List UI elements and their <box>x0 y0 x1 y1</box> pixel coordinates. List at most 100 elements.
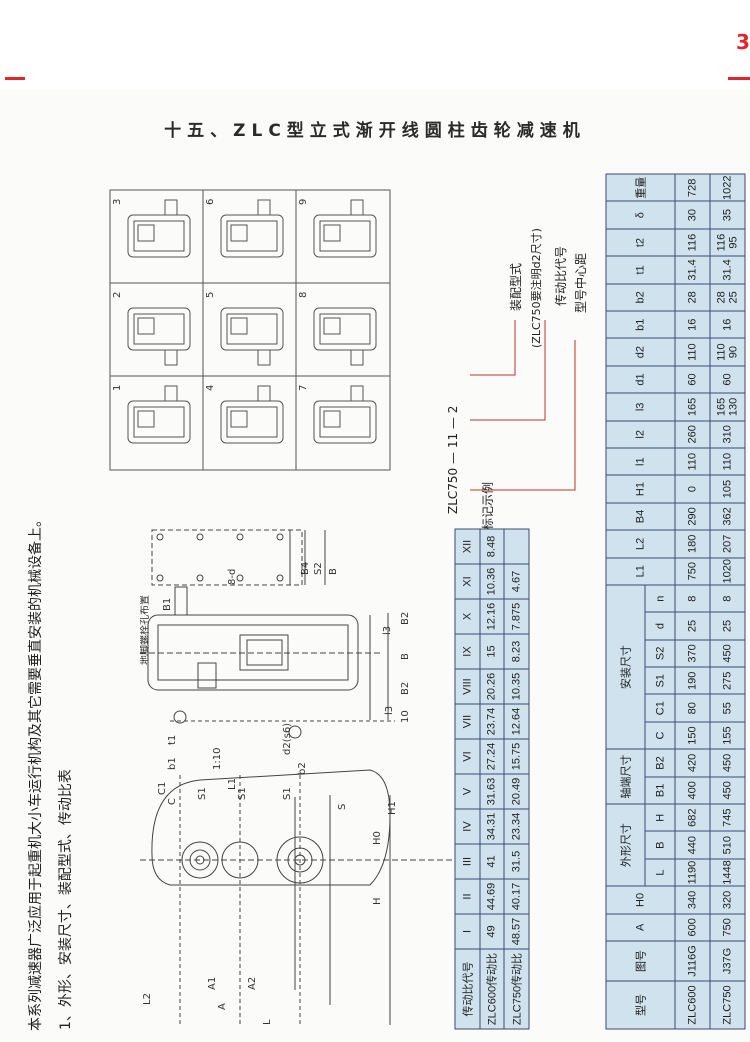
assembly-type-number: 1 <box>112 385 123 391</box>
table-cell: ZLC600 <box>675 981 710 1029</box>
dim-label-S1: S1 <box>282 787 293 800</box>
column-header: C1 <box>645 694 675 722</box>
dim-label-B2: B2 <box>400 682 411 695</box>
ratio-code: XI <box>455 564 480 599</box>
table-cell: 25 <box>675 612 710 640</box>
table-cell: 420 <box>675 749 710 777</box>
table-cell: 728 <box>675 174 710 202</box>
table-cell: 370 <box>675 639 710 668</box>
table-cell: 450 <box>710 749 745 777</box>
ratio-value: 48.57 <box>504 914 529 949</box>
table-cell: 116 95 <box>710 228 745 257</box>
table-cell: J37G <box>710 941 745 981</box>
callout-ratio-code: 传动比代号 <box>554 245 568 306</box>
dim-label-l3: l3 <box>382 626 393 635</box>
table-cell: 400 <box>675 776 710 805</box>
dim-label-H1: H1 <box>387 801 398 815</box>
ratio-code: VI <box>455 739 480 774</box>
dim-label-L: L <box>262 1019 273 1025</box>
bolt-hole <box>196 574 204 582</box>
table-cell: 682 <box>675 804 710 832</box>
group-header-shaft: 轴端尺寸 <box>606 749 646 805</box>
dim-label-S: S <box>337 804 348 810</box>
column-header: l2 <box>606 420 675 448</box>
dim-label-B2: B2 <box>400 612 411 625</box>
dim-label-A: A <box>217 1003 228 1010</box>
column-header: 型号 <box>606 981 675 1029</box>
assembly-type-number: 7 <box>298 385 309 391</box>
callout-assembly-type: 装配型式 <box>509 262 523 311</box>
table-cell: 362 <box>710 502 745 531</box>
dim-label-d2: d2(s6) <box>282 723 293 755</box>
dim-label-l3: l3 <box>384 706 395 715</box>
dim-label-S1: S1 <box>197 787 208 800</box>
table-cell: 0 <box>675 475 710 503</box>
dim-label-L1: L1 <box>227 778 238 790</box>
assembly-type-1 <box>127 385 191 444</box>
table-cell: 1022 <box>710 174 745 202</box>
column-header: H0 <box>606 886 675 914</box>
assembly-type-number: 2 <box>112 292 123 298</box>
column-header: l3 <box>606 393 675 421</box>
column-header: A <box>606 913 675 941</box>
assembly-type-4 <box>220 385 284 444</box>
page-title: 十五、ZLC型立式渐开线圆柱齿轮减速机 <box>164 121 586 141</box>
bolt-hole <box>236 533 244 541</box>
ratio-code: IX <box>455 634 480 669</box>
dim-label-ten: 10 <box>400 710 411 723</box>
callout-d2-note: (ZLC750要注明d2尺寸) <box>530 228 543 348</box>
ratio-row-label: ZLC750传动比 <box>504 949 529 1029</box>
ratio-header-label: 传动比代号 <box>455 949 480 1029</box>
table-cell: 80 <box>675 694 710 722</box>
column-header: d1 <box>606 365 675 394</box>
ratio-code: V <box>455 774 480 809</box>
table-cell: 1448 <box>710 858 745 887</box>
ratio-value: 12.16 <box>479 599 505 634</box>
table-cell: 600 <box>675 913 710 941</box>
ratio-value: 23.74 <box>479 704 505 739</box>
bolt-hole <box>196 533 204 541</box>
table-cell: 28 25 <box>710 283 745 312</box>
dim-label-B: B <box>400 653 411 660</box>
ratio-value: 7.875 <box>504 599 529 634</box>
table-cell: J116G <box>675 941 710 981</box>
ratio-value: 44.69 <box>479 879 505 914</box>
dim-label-S1: S1 <box>237 787 248 800</box>
table-cell: 31.4 <box>710 256 745 284</box>
dim-label-t1: t1 <box>167 735 178 745</box>
table-cell: 310 <box>710 420 745 448</box>
ratio-code: III <box>455 844 480 879</box>
dim-label-b1: b1 <box>167 757 178 770</box>
column-header: H <box>645 804 675 832</box>
table-cell: 1020 <box>710 557 745 585</box>
column-header: l1 <box>606 447 675 476</box>
dim-label-C: C <box>167 798 178 805</box>
crop-mark-left <box>5 77 25 80</box>
dim-label-b2: b2 <box>297 762 308 775</box>
ratio-value: 49 <box>479 914 505 949</box>
dim-label-B: B <box>328 568 339 575</box>
table-cell: 750 <box>675 557 710 585</box>
assembly-type-7 <box>313 385 377 444</box>
table-cell: 510 <box>710 831 745 859</box>
intro-text: 本系列减速器广泛应用于起重机大小车运行机构及其它需要垂直安装的机械设备上。 <box>28 513 44 1031</box>
column-header: L2 <box>606 530 675 558</box>
column-header: S1 <box>645 667 675 695</box>
ratio-value: 10.36 <box>479 564 505 599</box>
dim-label-A2: A2 <box>247 977 258 990</box>
assembly-type-number: 9 <box>298 199 309 205</box>
table-cell: 150 <box>675 721 710 750</box>
table-cell: 30 <box>675 201 710 229</box>
table-cell: ZLC750 <box>710 981 745 1029</box>
table-cell: 116 <box>675 228 710 257</box>
ratio-code: XII <box>455 529 480 564</box>
input-shaft <box>174 586 188 616</box>
column-header: B2 <box>645 749 675 777</box>
table-cell: 105 <box>710 475 745 503</box>
table-cell: 320 <box>710 886 745 914</box>
table-cell: 1190 <box>675 858 710 887</box>
